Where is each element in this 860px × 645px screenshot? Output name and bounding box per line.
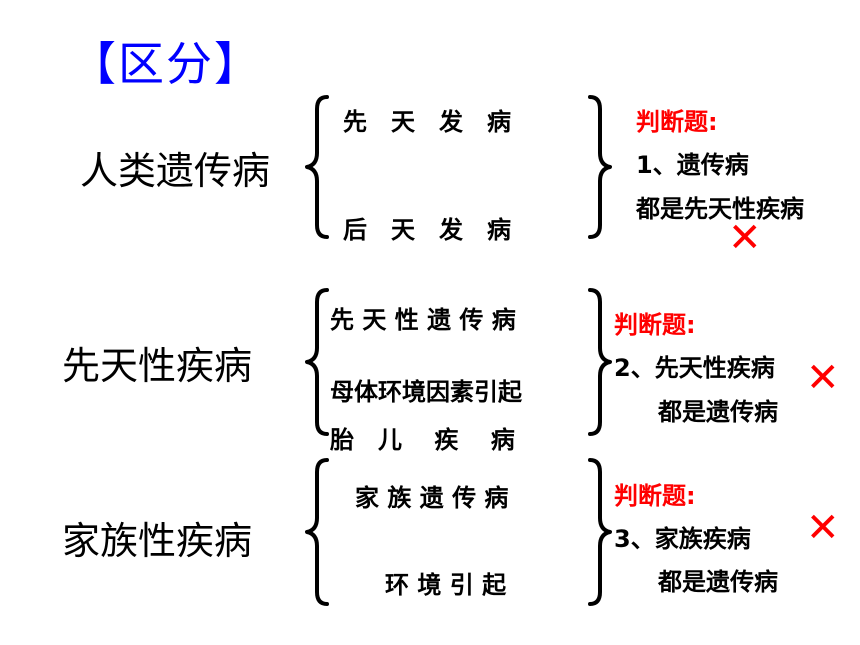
left-brace-1: [305, 95, 329, 239]
right-brace-2: [588, 288, 612, 436]
item-environmental: 环 境 引 起: [385, 571, 507, 599]
quiz-line-3a: 3、家族疾病: [614, 525, 751, 553]
term-familial-disease: 家族性疾病: [62, 519, 253, 563]
quiz-line-3b: 都是遗传病: [658, 568, 778, 596]
page-title: 【区分】: [70, 37, 262, 91]
quiz-label-2: 判断题:: [614, 311, 696, 339]
term-congenital-disease: 先天性疾病: [62, 344, 253, 388]
cross-mark-2: ✕: [806, 355, 840, 401]
quiz-line-2b: 都是遗传病: [658, 398, 778, 426]
quiz-line-1a: 1、遗传病: [636, 151, 749, 179]
item-familial-genetic: 家 族 遗 传 病: [355, 484, 509, 512]
left-brace-2: [305, 288, 329, 436]
right-brace-1: [588, 95, 612, 239]
item-congenital-genetic: 先 天 性 遗 传 病: [330, 306, 516, 334]
right-brace-3: [588, 458, 612, 606]
item-congenital-onset: 先 天 发 病: [343, 108, 511, 136]
item-acquired-onset: 后 天 发 病: [343, 216, 511, 244]
cross-mark-3: ✕: [806, 505, 840, 551]
item-fetal-disease: 胎 儿 疾 病: [330, 426, 515, 454]
cross-mark-1: ✕: [728, 215, 762, 261]
quiz-label-1: 判断题:: [636, 108, 718, 136]
term-hereditary-disease: 人类遗传病: [80, 149, 271, 193]
quiz-label-3: 判断题:: [614, 482, 696, 510]
quiz-line-1b: 都是先天性疾病: [636, 195, 804, 223]
item-maternal-environment: 母体环境因素引起: [330, 378, 522, 406]
left-brace-3: [305, 458, 329, 606]
quiz-line-2a: 2、先天性疾病: [614, 354, 775, 382]
